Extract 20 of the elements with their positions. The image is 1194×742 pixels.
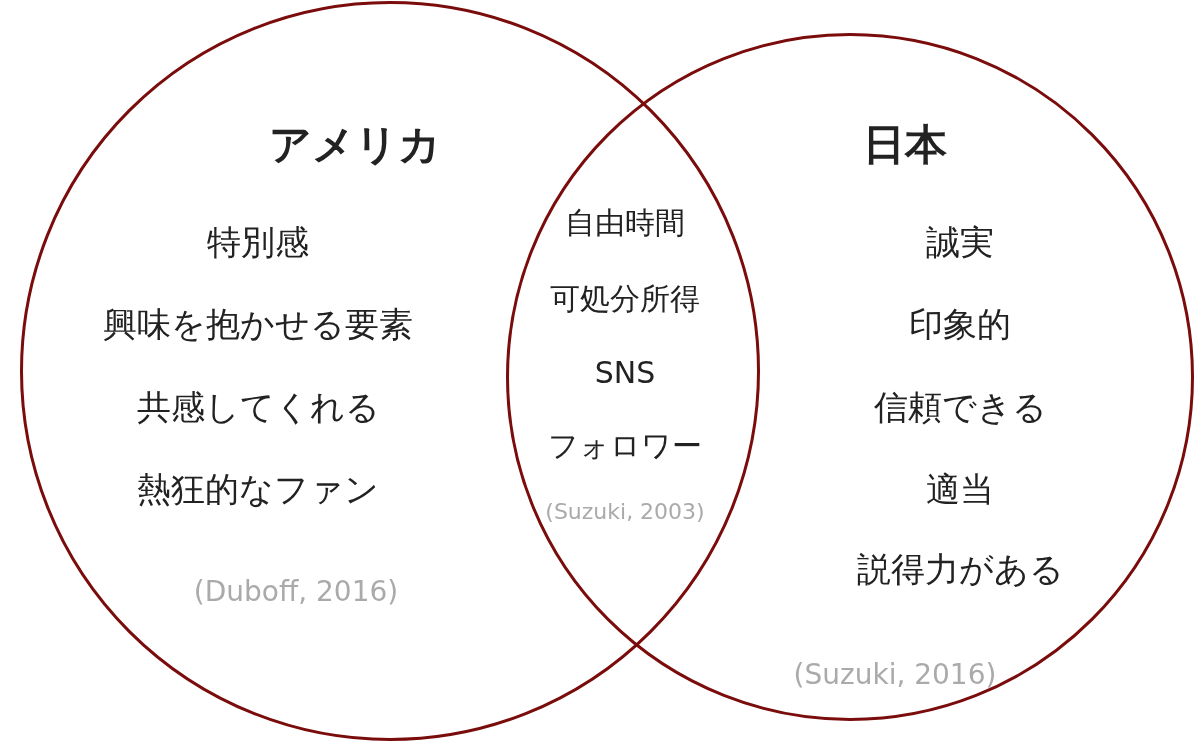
region-item: 信頼できる xyxy=(873,389,1047,427)
overlap-item: SNS xyxy=(594,355,656,389)
citation: (Duboff, 2016) xyxy=(193,576,399,608)
venn-circle xyxy=(20,1,760,741)
overlap-item: 可処分所得 xyxy=(550,281,700,315)
citation: (Suzuki, 2003) xyxy=(545,499,705,525)
venn-circle xyxy=(506,33,1194,721)
region-heading: 日本 xyxy=(863,121,947,169)
region-item: 興味を抱かせる要素 xyxy=(103,306,413,344)
region-item: 説得力がある xyxy=(856,551,1064,589)
overlap-item: 自由時間 xyxy=(565,205,685,239)
region-item: 誠実 xyxy=(926,224,994,262)
overlap-item: フォロワー xyxy=(548,428,702,462)
citation: (Suzuki, 2016) xyxy=(793,659,997,691)
region-item: 特別感 xyxy=(207,224,309,262)
region-heading: アメリカ xyxy=(269,121,441,169)
region-item: 印象的 xyxy=(909,306,1011,344)
region-item: 熱狂的なファン xyxy=(137,471,379,509)
region-item: 共感してくれる xyxy=(136,389,380,427)
region-item: 適当 xyxy=(926,471,994,509)
